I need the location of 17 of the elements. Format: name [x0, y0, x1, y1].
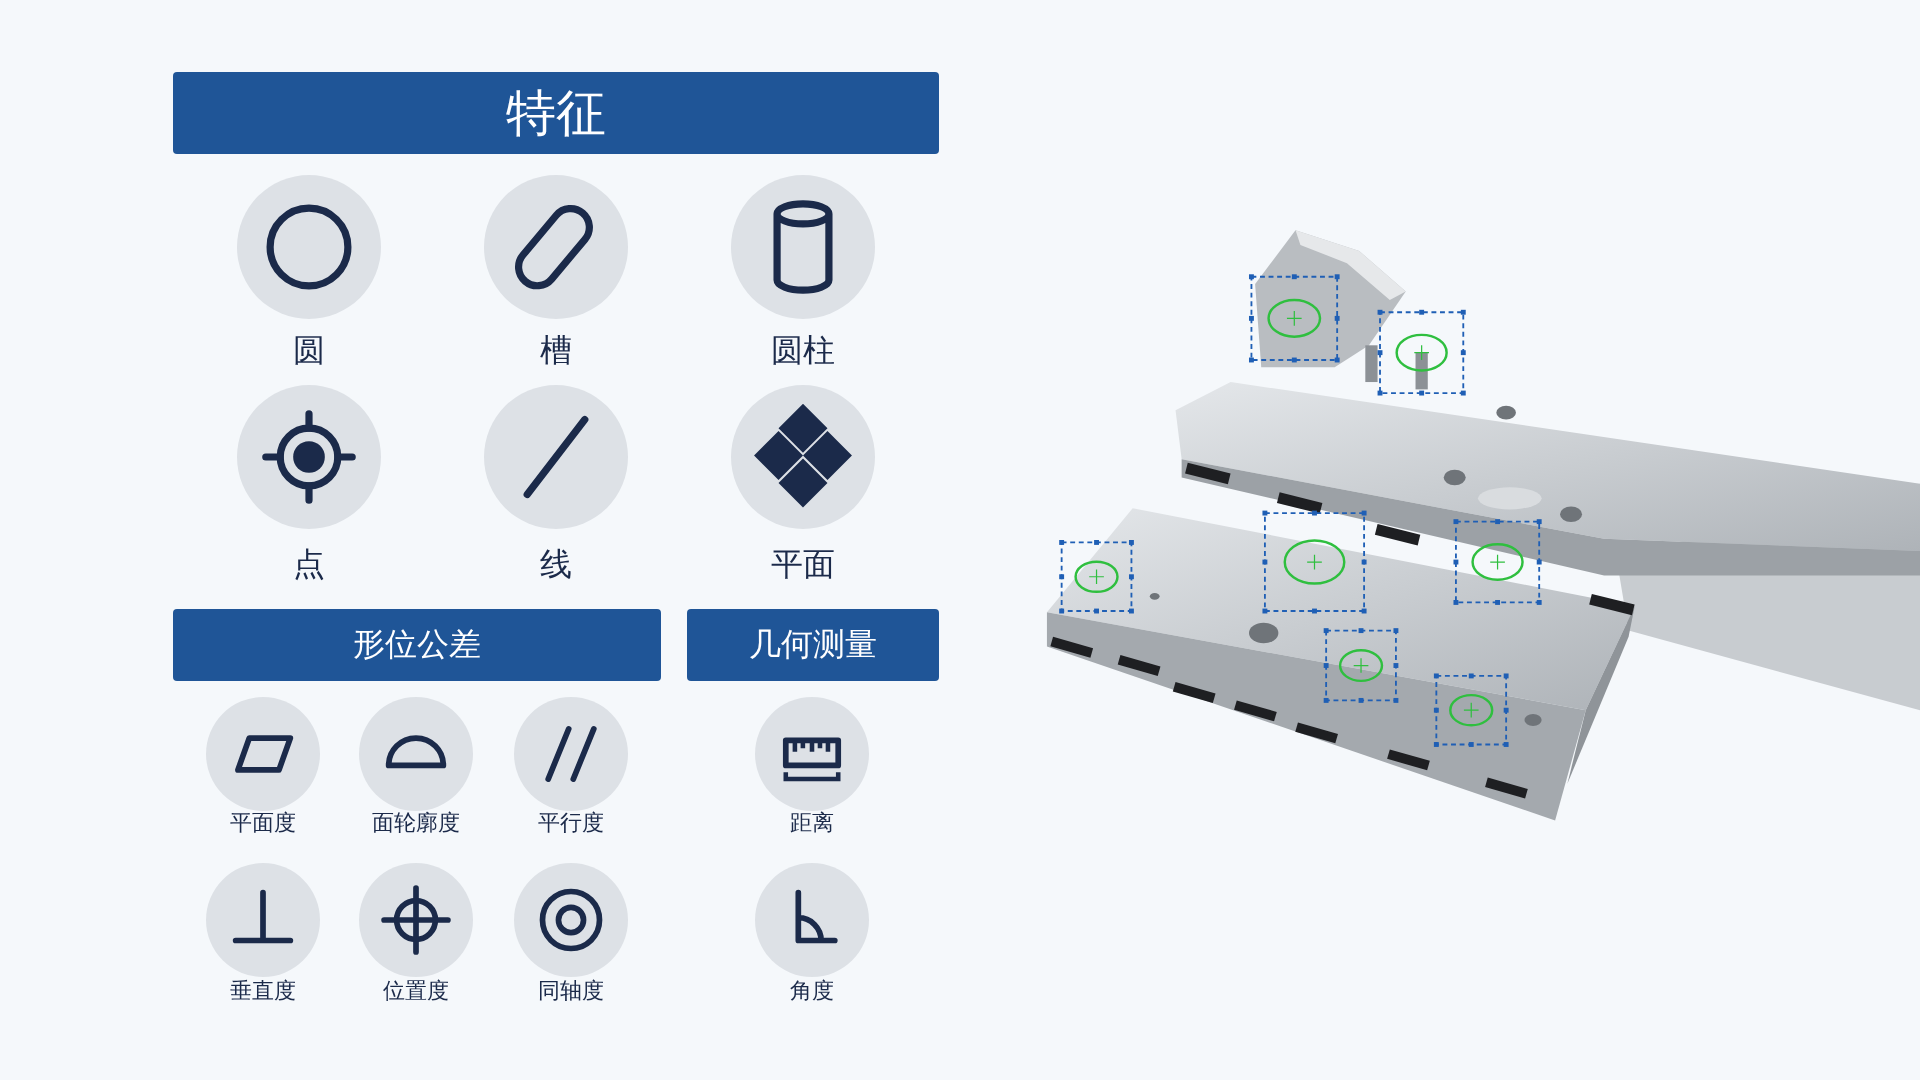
- feature-label: 平面: [770, 544, 836, 586]
- feature-label: 距离: [789, 808, 835, 837]
- feature-label: 平行度: [537, 808, 605, 837]
- feature-label: 面轮廓度: [371, 808, 461, 837]
- header-bar: 形位公差: [173, 609, 661, 681]
- feature-label: 圆: [292, 330, 326, 372]
- header-bar: 几何测量: [687, 609, 939, 681]
- feature-label: 圆柱: [770, 330, 836, 372]
- feature-label: 点: [292, 544, 326, 586]
- feature-label: 角度: [789, 976, 835, 1005]
- feature-label: 平面度: [229, 808, 297, 837]
- feature-label: 槽: [539, 330, 573, 372]
- header-bar: 特征: [173, 72, 939, 154]
- feature-label: 线: [539, 544, 573, 586]
- feature-label: 位置度: [382, 976, 450, 1005]
- feature-label: 同轴度: [537, 976, 605, 1005]
- feature-label: 垂直度: [229, 976, 297, 1005]
